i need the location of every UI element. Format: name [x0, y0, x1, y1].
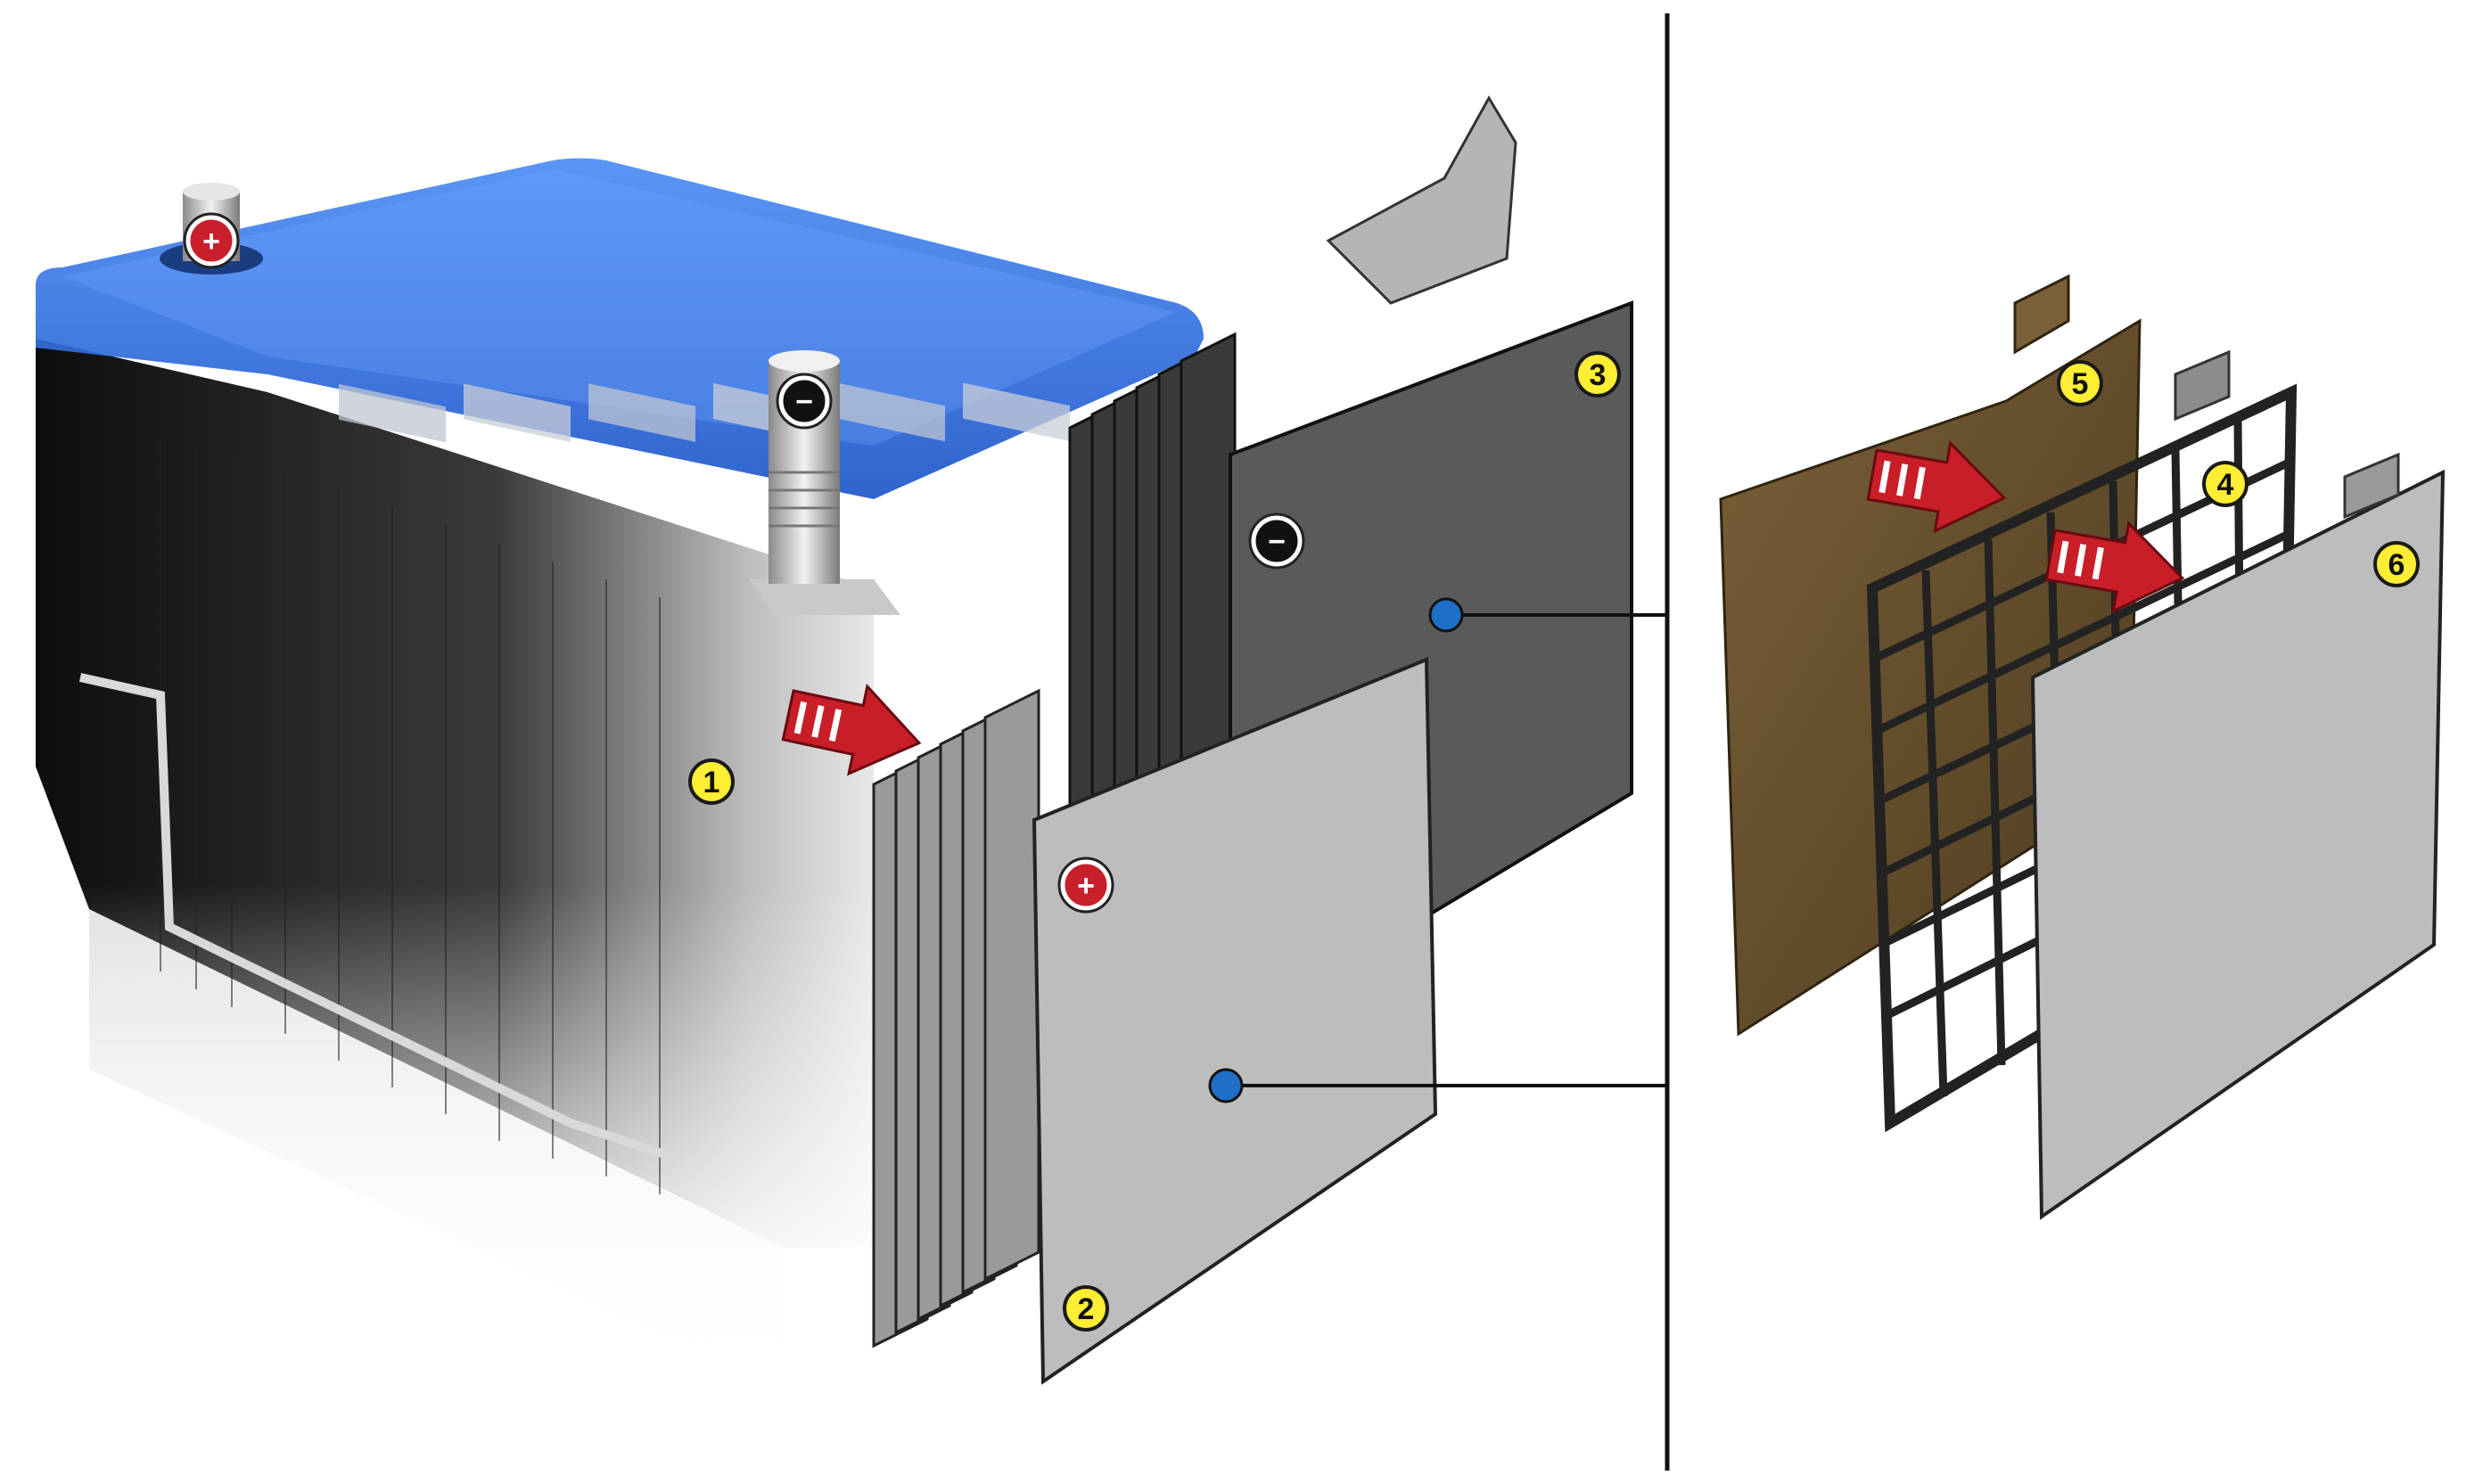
positive-plate-icon: + — [1057, 857, 1114, 914]
svg-text:6: 6 — [2388, 548, 2405, 582]
carry-handle — [78, 673, 679, 1163]
battery-reflection — [89, 900, 785, 1390]
negative-plate-icon: − — [1248, 512, 1305, 570]
svg-text:−: − — [1268, 525, 1286, 559]
flow-arrow-battery — [781, 683, 922, 776]
callout-2: 2 — [1063, 1285, 1109, 1332]
separator-tab — [2013, 274, 2070, 355]
plate-fins — [160, 437, 661, 1194]
battery-case-fade — [36, 339, 874, 1248]
connector-dot-positive — [1208, 1068, 1244, 1103]
svg-text:3: 3 — [1590, 358, 1607, 392]
svg-text:+: + — [202, 225, 220, 258]
callout-1: 1 — [688, 758, 735, 805]
grid-tab — [2174, 349, 2231, 422]
svg-text:1: 1 — [703, 766, 720, 799]
exploded-cell — [1719, 274, 2446, 1220]
connector-dot-negative — [1428, 597, 1464, 633]
flow-arrow-1 — [1866, 440, 2007, 534]
plate-sheet — [2030, 469, 2446, 1220]
negative-plate-lug — [1326, 95, 1517, 305]
positive-plate-stack — [872, 657, 1438, 1385]
flow-arrow-2 — [2044, 521, 2185, 614]
svg-text:+: + — [1077, 869, 1095, 903]
callout-6: 6 — [2373, 541, 2420, 587]
svg-text:5: 5 — [2072, 367, 2089, 401]
battery-assembly — [36, 158, 1204, 1390]
callout-3: 3 — [1574, 351, 1621, 398]
negative-terminal-icon: − — [776, 373, 833, 430]
positive-plate-face — [1032, 657, 1438, 1385]
callout-4: 4 — [2202, 461, 2248, 507]
connector-lines — [1208, 597, 1667, 1103]
callout-5: 5 — [2057, 360, 2103, 406]
lid-top-highlight — [62, 169, 1177, 446]
plate-tab — [2343, 452, 2400, 520]
svg-text:−: − — [795, 385, 813, 419]
positive-terminal-icon: + — [183, 212, 240, 269]
svg-text:2: 2 — [1078, 1292, 1095, 1326]
svg-text:4: 4 — [2217, 468, 2234, 502]
